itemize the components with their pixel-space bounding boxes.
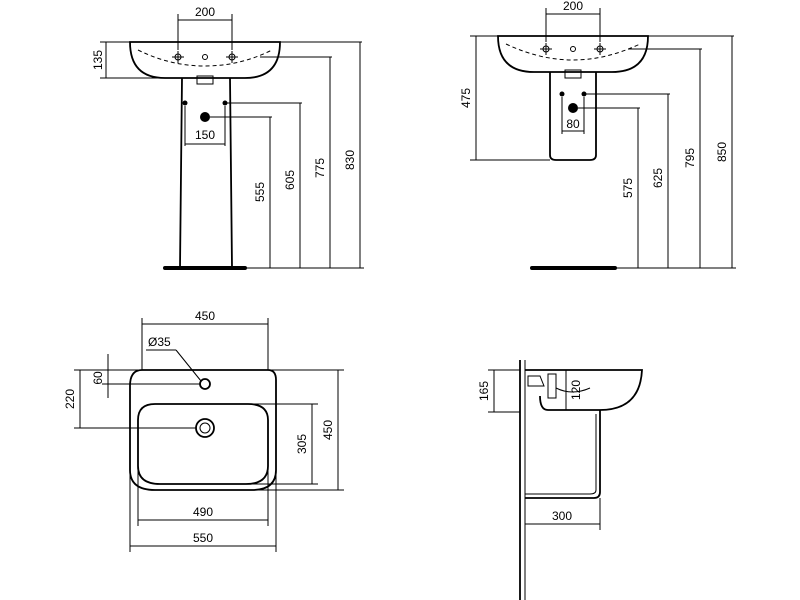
- dim-label-555: 555: [253, 182, 267, 202]
- dim-label-490: 490: [193, 505, 213, 519]
- plan-view: 450 Ø35 60 220 305 450 490 550: [63, 309, 344, 552]
- dim-label-300: 300: [552, 509, 572, 523]
- dim-label-135: 135: [91, 50, 105, 70]
- dim-label-60: 60: [91, 371, 105, 385]
- basin-outline: [129, 41, 281, 79]
- dim-label-200: 200: [195, 5, 215, 19]
- waste-outlet: [200, 112, 210, 122]
- dim-label-220: 220: [63, 389, 77, 409]
- tap-hole-right: [226, 51, 238, 63]
- bowl-outline: [137, 403, 269, 485]
- pedestal-front-view: 200 135 150 555 605 775 830: [91, 5, 364, 270]
- dim-label-775: 775: [313, 158, 327, 178]
- dim-label-diameter: Ø35: [148, 335, 171, 349]
- tap-hole: [199, 378, 211, 390]
- supply-point-left: [559, 91, 565, 97]
- dim-label-450-top: 450: [195, 309, 215, 323]
- dim-tap-spacing: 200: [177, 5, 233, 50]
- waste-outlet: [568, 103, 578, 113]
- dim-waste-spacing: 150: [184, 106, 226, 146]
- dim-label-80: 80: [566, 117, 580, 131]
- dim-label-830: 830: [343, 150, 357, 170]
- semi-pedestal: [549, 72, 597, 161]
- dim-label-200: 200: [563, 0, 583, 13]
- dim-label-605: 605: [283, 170, 297, 190]
- tap-hole-left: [172, 51, 184, 63]
- dim-label-625: 625: [651, 168, 665, 188]
- dim-basin-height: 135: [91, 41, 165, 79]
- tap-hole-right: [594, 43, 606, 55]
- dim-label-475: 475: [459, 88, 473, 108]
- dim-label-850: 850: [715, 142, 729, 162]
- dim-label-550: 550: [193, 531, 213, 545]
- dim-label-165: 165: [477, 381, 491, 401]
- dim-label-120: 120: [569, 380, 583, 400]
- basin-profile: [525, 369, 643, 411]
- dim-label-305: 305: [295, 434, 309, 454]
- dim-label-450-right: 450: [321, 420, 335, 440]
- pedestal-column: [179, 77, 233, 269]
- basin-outline: [497, 35, 649, 73]
- tap-hole-center: [570, 46, 576, 52]
- dim-label-795: 795: [683, 148, 697, 168]
- side-view: 165 120 300: [477, 360, 643, 600]
- waste-hole: [195, 418, 215, 438]
- semi-pedestal-front-view: 200 475 80 575 625 795 850: [459, 0, 736, 270]
- tap-hole-left: [540, 43, 552, 55]
- tap-hole-center: [202, 54, 208, 60]
- supply-point-left: [182, 100, 188, 106]
- dim-label-575: 575: [621, 178, 635, 198]
- semi-pedestal-profile: [525, 410, 601, 499]
- dim-label-150: 150: [195, 128, 215, 142]
